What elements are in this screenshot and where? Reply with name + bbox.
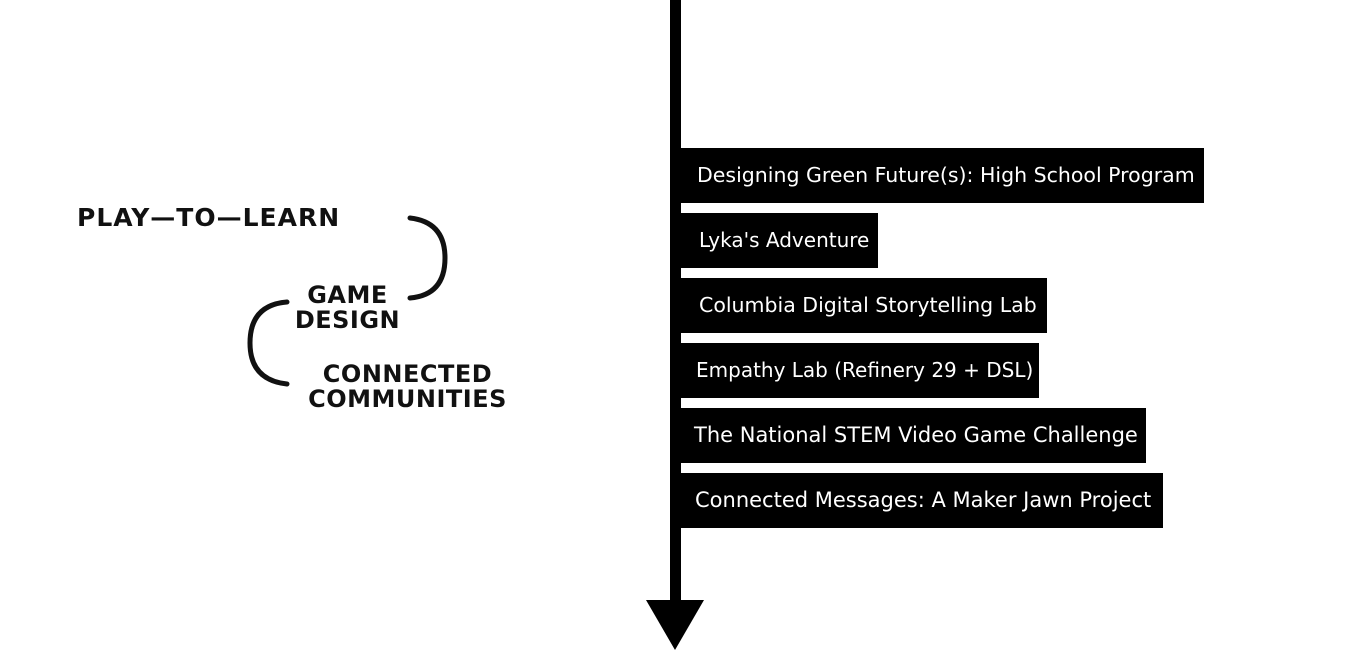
timeline-line: [670, 0, 681, 610]
project-list: Designing Green Future(s): High School P…: [680, 148, 1204, 538]
project-label: Empathy Lab (Refinery 29 + DSL): [696, 358, 1034, 382]
heading-connected-communities: CONNECTED COMMUNITIES: [280, 362, 535, 412]
right-bracket-curve: [407, 215, 448, 301]
project-label: Lyka's Adventure: [699, 228, 870, 252]
project-item-designing-green-futures[interactable]: Designing Green Future(s): High School P…: [680, 148, 1204, 203]
project-label: Columbia Digital Storytelling Lab: [699, 293, 1037, 317]
project-item-connected-messages[interactable]: Connected Messages: A Maker Jawn Project: [680, 473, 1163, 528]
heading-play-to-learn: PLAY—TO—LEARN: [77, 203, 341, 232]
heading-game-line: GAME: [307, 281, 388, 309]
project-label: The National STEM Video Game Challenge: [694, 423, 1138, 447]
project-label: Connected Messages: A Maker Jawn Project: [695, 488, 1152, 512]
heading-connected-line: CONNECTED: [322, 360, 493, 388]
project-item-empathy-lab[interactable]: Empathy Lab (Refinery 29 + DSL): [680, 343, 1039, 398]
heading-communities-line: COMMUNITIES: [308, 385, 507, 413]
project-item-columbia-digital-storytelling-lab[interactable]: Columbia Digital Storytelling Lab: [680, 278, 1047, 333]
heading-design-line: DESIGN: [294, 306, 401, 334]
headings-graphic: PLAY—TO—LEARN GAME DESIGN CONNECTED COMM…: [0, 0, 640, 650]
down-arrow-icon: [646, 600, 704, 650]
project-item-national-stem-video-game-challenge[interactable]: The National STEM Video Game Challenge: [680, 408, 1146, 463]
project-item-lykas-adventure[interactable]: Lyka's Adventure: [680, 213, 878, 268]
heading-game-design: GAME DESIGN: [280, 283, 415, 333]
project-label: Designing Green Future(s): High School P…: [697, 163, 1195, 187]
